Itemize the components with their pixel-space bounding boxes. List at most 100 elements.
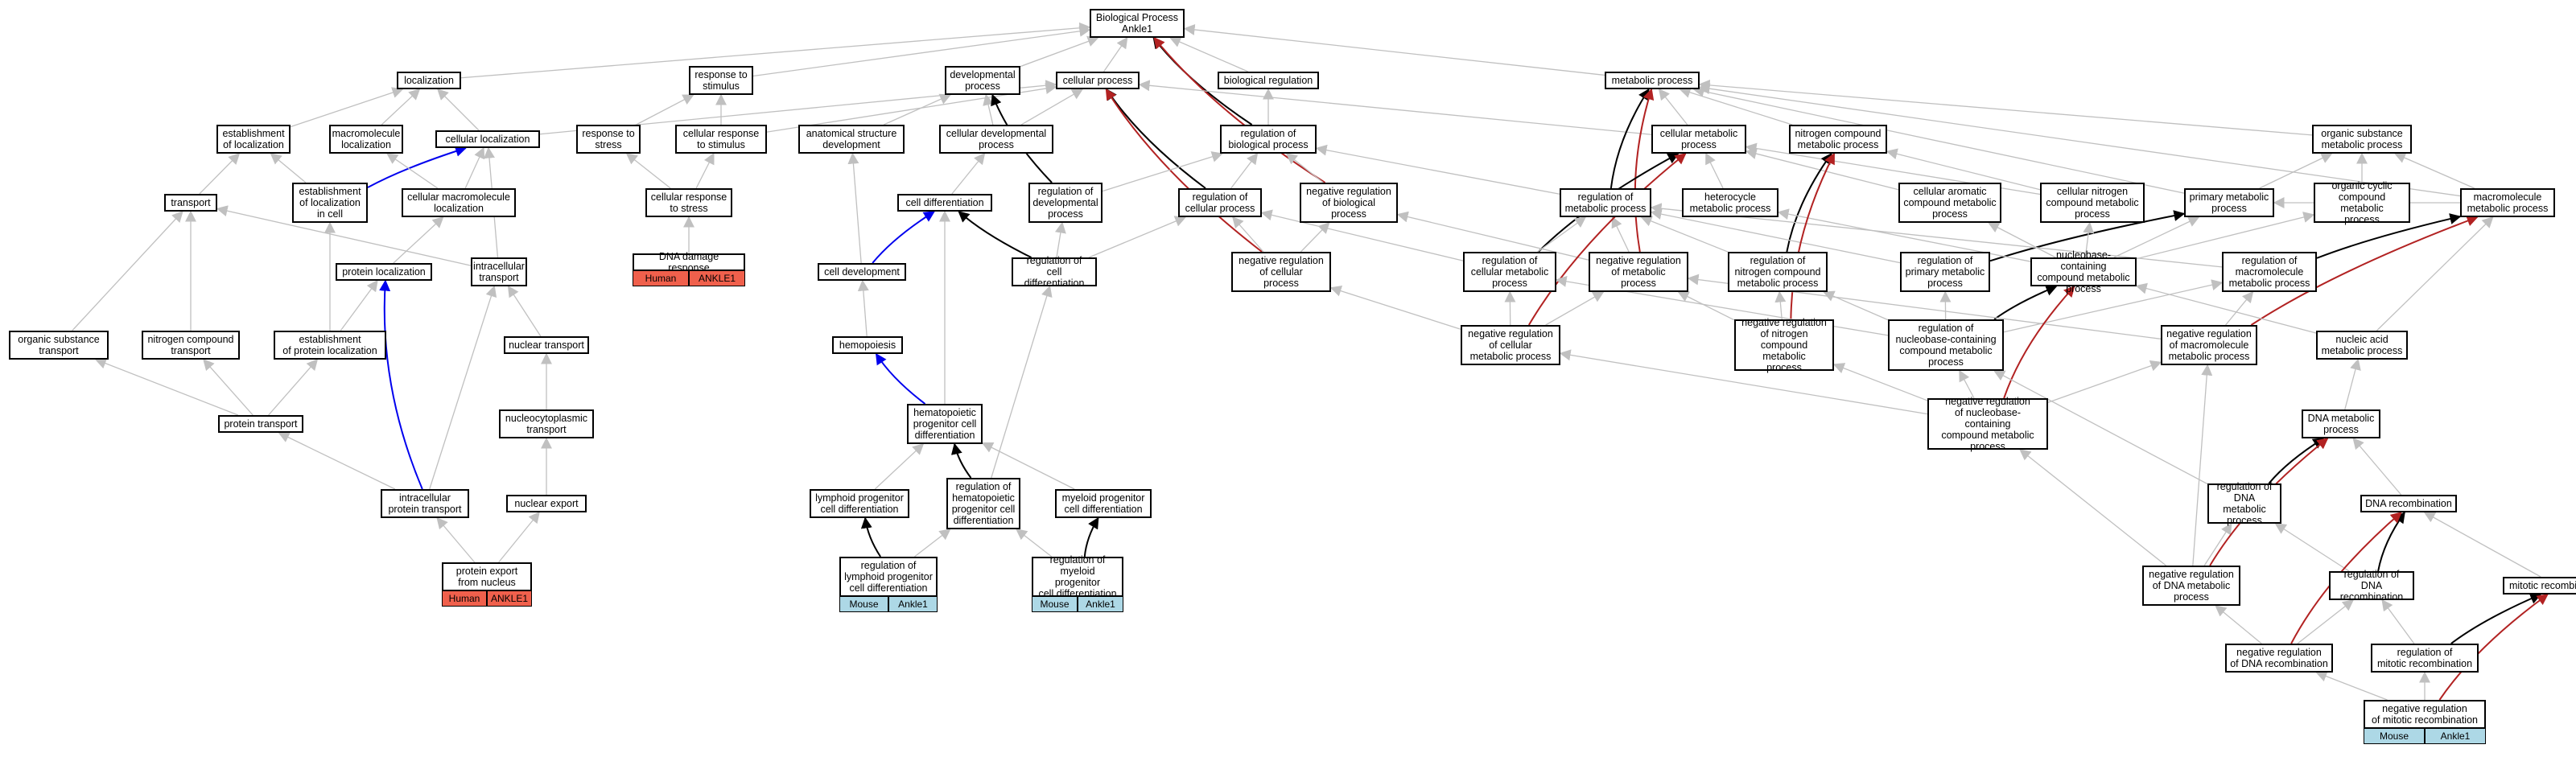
go-term-node-dev[interactable]: developmental process xyxy=(945,66,1020,95)
go-term-node-eolc[interactable]: establishment of localization in cell xyxy=(292,183,368,223)
edge-ptrn-to-ost xyxy=(94,358,239,416)
go-term-node-cdp[interactable]: cellular developmental process xyxy=(939,125,1053,154)
edge-rpmp-to-romp xyxy=(1650,208,1901,264)
go-term-node-rts[interactable]: response to stimulus xyxy=(689,66,753,95)
gene-tag: Ankle1 xyxy=(2425,728,2486,744)
edge-nrmitrec-to-nrdnarec xyxy=(2315,671,2388,701)
go-term-node-nrdnarec[interactable]: negative regulation of DNA recombination xyxy=(2225,644,2333,673)
go-term-node-pmp[interactable]: primary metabolic process xyxy=(2184,188,2274,217)
go-term-node-trn[interactable]: transport xyxy=(164,194,217,212)
go-term-node-romp[interactable]: regulation of metabolic process xyxy=(1560,188,1651,217)
go-term-node-rmacmp[interactable]: regulation of macromolecule metabolic pr… xyxy=(2222,252,2317,292)
edge-mpcd-to-hpcd xyxy=(981,442,1075,490)
go-term-node-rmitrec[interactable]: regulation of mitotic recombination xyxy=(2371,644,2479,673)
edge-nrmp-to-nrbp xyxy=(1396,211,1589,261)
go-term-node-osmp[interactable]: organic substance metabolic process xyxy=(2312,125,2412,154)
go-term-node-nct[interactable]: nitrogen compound transport xyxy=(142,331,240,360)
go-term-node-lpcd[interactable]: lymphoid progenitor cell differentiation xyxy=(810,489,909,518)
go-term-node-camp[interactable]: cellular aromatic compound metabolic pro… xyxy=(1898,183,2001,223)
edge-nrmp-to-mp xyxy=(1634,88,1655,253)
go-term-node-nrcp[interactable]: negative regulation of cellular process xyxy=(1231,252,1331,292)
go-term-node-rhpcd[interactable]: regulation of hematopoietic progenitor c… xyxy=(946,478,1020,529)
go-term-node-nrncmp[interactable]: negative regulation of nitrogen compound… xyxy=(1734,317,1834,373)
go-term-node-rdp[interactable]: regulation of developmental process xyxy=(1028,183,1103,223)
go-term-node-nrmacmp[interactable]: negative regulation of macromolecule met… xyxy=(2161,325,2257,365)
go-term-node-rdnarec[interactable]: regulation of DNA recombination xyxy=(2329,569,2414,603)
go-term-node-ict[interactable]: intracellular transport xyxy=(471,257,527,286)
go-term-node-rdnamp[interactable]: regulation of DNA metabolic process xyxy=(2207,481,2281,526)
go-term-node-cmp[interactable]: cellular metabolic process xyxy=(1651,125,1746,154)
edge-camp-to-cmp xyxy=(1745,148,1899,191)
edge-nrncmp-to-nrmp xyxy=(1677,291,1735,321)
go-term-node-nuct[interactable]: nuclear transport xyxy=(504,336,589,354)
go-term-node-nbcmp[interactable]: nucleobase-containing compound metabolic… xyxy=(2030,249,2137,294)
edge-cdp-to-cp xyxy=(1020,88,1084,125)
go-term-node-rmpcd[interactable]: regulation of myeloid progenitor cell di… xyxy=(1032,554,1123,599)
go-term-node-nrcmp[interactable]: negative regulation of cellular metaboli… xyxy=(1461,325,1560,365)
go-term-node-rlpcd[interactable]: regulation of lymphoid progenitor cell d… xyxy=(839,557,938,597)
go-term-node-cmloc[interactable]: cellular macromolecule localization xyxy=(402,188,516,217)
go-term-node-rcdiff[interactable]: regulation of cell differentiation xyxy=(1012,255,1097,289)
edge-hpcd-to-hemo xyxy=(875,352,926,405)
go-term-node-cncmp[interactable]: cellular nitrogen compound metabolic pro… xyxy=(2040,183,2145,223)
go-term-node-namp[interactable]: nucleic acid metabolic process xyxy=(2316,331,2408,360)
go-term-node-nrbp[interactable]: negative regulation of biological proces… xyxy=(1300,183,1398,223)
edge-nbcmp-to-cncmp xyxy=(2083,221,2095,258)
go-term-node-nrmitrec[interactable]: negative regulation of mitotic recombina… xyxy=(2364,700,2486,729)
go-term-node-asd[interactable]: anatomical structure development xyxy=(798,125,905,154)
go-term-node-nrmp[interactable]: negative regulation of metabolic process xyxy=(1589,252,1688,292)
go-term-node-macmp[interactable]: macromolecule metabolic process xyxy=(2460,188,2555,217)
edge-nrmitrec-to-mitrec xyxy=(2438,594,2549,701)
go-term-node-rtstr[interactable]: response to stress xyxy=(576,125,641,154)
go-term-node-hmp[interactable]: heterocycle metabolic process xyxy=(1682,188,1778,217)
go-term-node-rnbcmp[interactable]: regulation of nucleobase-containing comp… xyxy=(1888,319,2004,371)
go-term-node-bp[interactable]: Biological Process Ankle1 xyxy=(1090,9,1185,38)
gene-tag: Ankle1 xyxy=(888,596,938,612)
go-term-node-celldev[interactable]: cell development xyxy=(818,263,906,281)
go-term-node-ddr[interactable]: DNA damage response xyxy=(633,251,745,274)
edge-crstr-to-crs xyxy=(695,152,715,189)
go-term-node-occmp[interactable]: organic cyclic compound metabolic proces… xyxy=(2314,180,2410,225)
go-term-node-mloc[interactable]: macromolecule localization xyxy=(329,125,403,154)
go-term-node-pen[interactable]: protein export from nucleus xyxy=(442,562,532,591)
go-term-node-nrdnamp[interactable]: negative regulation of DNA metabolic pro… xyxy=(2142,566,2240,606)
go-term-node-loc[interactable]: localization xyxy=(397,72,461,89)
edge-nrcp-to-cp xyxy=(1105,88,1263,253)
go-term-node-rocp[interactable]: regulation of cellular process xyxy=(1178,188,1262,217)
go-term-node-mp[interactable]: metabolic process xyxy=(1605,72,1700,89)
go-term-node-nexp[interactable]: nuclear export xyxy=(506,495,587,512)
go-term-node-dnarec[interactable]: DNA recombination xyxy=(2360,495,2457,512)
go-term-node-nrnbcmp[interactable]: negative regulation of nucleobase-contai… xyxy=(1927,396,2048,452)
go-term-node-mitrec[interactable]: mitotic recombination xyxy=(2503,577,2576,594)
go-term-node-ipt[interactable]: intracellular protein transport xyxy=(381,489,469,518)
go-term-node-robp[interactable]: regulation of biological process xyxy=(1220,125,1317,154)
edge-rncmp-to-romp xyxy=(1640,216,1729,253)
go-term-node-cloc[interactable]: cellular localization xyxy=(435,130,540,148)
go-term-node-ncyt[interactable]: nucleocytoplasmic transport xyxy=(499,409,594,438)
go-term-node-mpcd[interactable]: myeloid progenitor cell differentiation xyxy=(1055,489,1152,518)
go-term-node-ploc[interactable]: protein localization xyxy=(336,263,432,281)
go-term-node-ptrn[interactable]: protein transport xyxy=(218,415,303,433)
go-term-node-rpmp[interactable]: regulation of primary metabolic process xyxy=(1900,252,1990,292)
edge-rhpcd-to-rcdiff xyxy=(991,285,1053,479)
go-term-node-crs[interactable]: cellular response to stimulus xyxy=(675,125,767,154)
go-term-node-cdiff[interactable]: cell differentiation xyxy=(897,194,992,212)
go-term-node-cp[interactable]: cellular process xyxy=(1056,72,1140,89)
go-term-node-ncmp[interactable]: nitrogen compound metabolic process xyxy=(1789,125,1887,154)
gene-tag: Ankle1 xyxy=(1078,596,1123,612)
go-term-node-eopl[interactable]: establishment of protein localization xyxy=(274,331,386,360)
go-term-node-hpcd[interactable]: hematopoietic progenitor cell differenti… xyxy=(907,404,983,444)
go-term-node-dnamp[interactable]: DNA metabolic process xyxy=(2302,409,2380,438)
edge-eolc-to-cloc xyxy=(367,146,468,188)
go-term-node-eol[interactable]: establishment of localization xyxy=(216,125,291,154)
edge-nrcmp-to-nrcp xyxy=(1329,285,1461,330)
go-term-node-rncmp[interactable]: regulation of nitrogen compound metaboli… xyxy=(1728,252,1828,292)
go-term-node-hemo[interactable]: hemopoiesis xyxy=(832,336,903,354)
go-term-node-crstr[interactable]: cellular response to stress xyxy=(645,188,732,217)
go-term-node-ost[interactable]: organic substance transport xyxy=(9,331,109,360)
go-term-node-breg[interactable]: biological regulation xyxy=(1218,72,1319,89)
edge-eolc-to-eol xyxy=(270,153,307,183)
go-term-node-rcmp[interactable]: regulation of cellular metabolic process xyxy=(1463,252,1556,292)
